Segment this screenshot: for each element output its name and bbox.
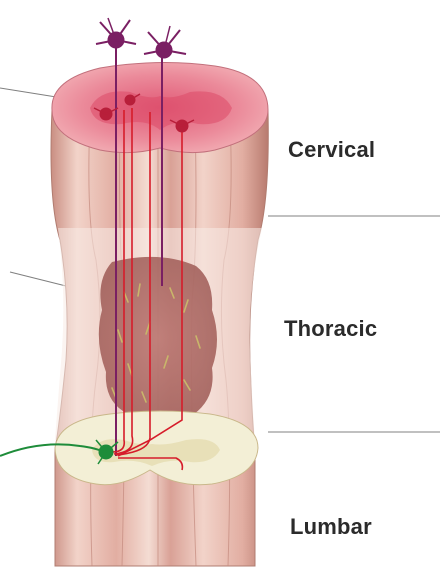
- region-label-lumbar: Lumbar: [290, 514, 372, 540]
- upper-motor-neuron-icon: [144, 26, 186, 58]
- spinal-cord: [51, 62, 268, 566]
- region-label-cervical: Cervical: [288, 137, 375, 163]
- region-label-thoracic: Thoracic: [284, 316, 377, 342]
- upper-motor-neuron-icon: [96, 18, 136, 48]
